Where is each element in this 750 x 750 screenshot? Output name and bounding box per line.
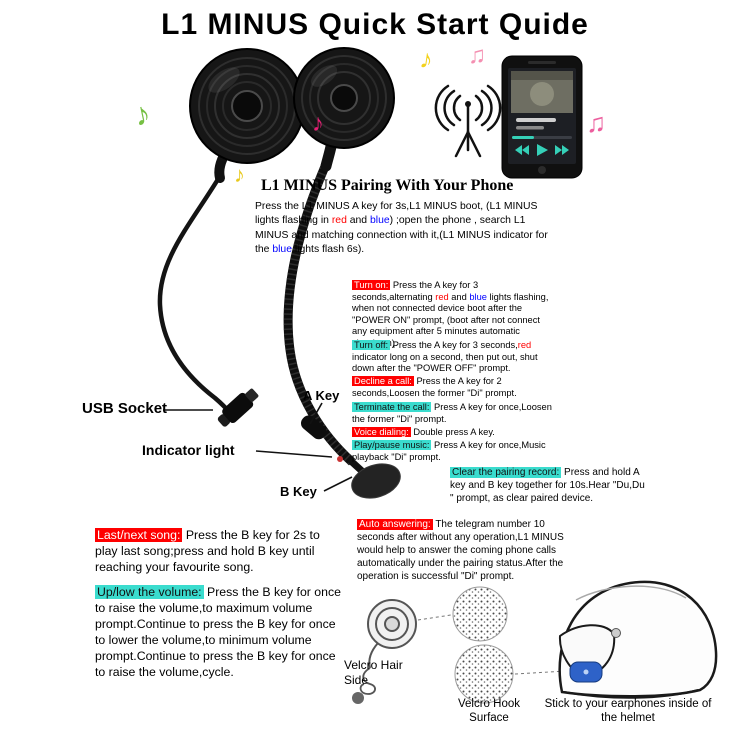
music-note-icon: ♫ [586,108,607,138]
installation-diagram [352,580,718,704]
volume-text: Press the B key for once to raise the vo… [95,584,341,679]
decline-call-text: Press the A key for 2 seconds,Loosen the… [352,376,517,398]
instruction-voice-dialing: Voice dialing: Double press A key. [352,427,554,439]
instruction-clear-pairing: Clear the pairing record: Press and hold… [450,466,646,505]
turn-on-text: Press the A key for 3 seconds,alternatin… [352,280,549,348]
auto-answering-label: Auto answering: [357,519,433,530]
decline-call-label: Decline a call: [352,376,414,386]
voice-dialing-text: Double press A key. [410,427,495,437]
terminate-call-text: Press A key for once,Loosen the former "… [352,402,552,424]
earpiece-sketch [352,599,417,704]
label-velcro-hair-side: Velcro Hair Side [344,658,403,687]
play-icon [537,144,548,156]
phone-illustration [501,55,583,179]
clear-pairing-label: Clear the pairing record: [450,467,562,478]
instruction-terminate-call: Terminate the call: Press A key for once… [352,402,554,425]
turn-on-label: Turn on: [352,280,391,290]
instruction-last-next-song: Last/next song: Press the B key for 2s t… [95,528,343,576]
prev-icon [522,145,529,155]
control-pod [300,415,327,440]
music-note-icon: ♪ [234,162,245,187]
home-button [538,166,546,174]
music-note-icon: ♪ [312,110,324,137]
voice-dialing-label: Voice dialing: [352,427,411,437]
clear-pairing-text: Press and hold A key and B key together … [450,467,645,504]
callout-lines [163,402,353,492]
turn-off-label: Turn off: [352,340,391,350]
indicator-led [337,456,343,462]
microphone-foam [351,463,401,499]
instruction-volume: Up/low the volume: Press the B key for o… [95,584,343,681]
instruction-decline-call: Decline a call: Press the A key for 2 se… [352,376,554,399]
progress-bar [512,136,534,139]
usb-plug [217,388,259,427]
helmet-illustration [558,580,718,699]
sketch-mic [352,692,364,704]
callout-usb-socket: USB Socket [82,400,168,417]
music-note-icon: ♫ [468,42,486,69]
play-pause-label: Play/pause music: [352,440,432,450]
last-next-song-text: Press the B key for 2s to play last song… [95,528,320,574]
left-speaker [189,48,305,164]
album-art [530,82,554,106]
headset-illustration [157,47,401,499]
volume-label: Up/low the volume: [95,584,204,599]
a-key-callout-line [309,402,323,425]
pairing-section: L1 MINUS Pairing With Your Phone Press t… [255,177,551,257]
label-stick-to-earphones: Stick to your earphones inside of the he… [544,698,712,725]
instruction-auto-answering: Auto answering: The telegram number 10 s… [357,518,567,583]
label-velcro-hook-surface: Velcro Hook Surface [457,698,520,725]
callout-indicator-light: Indicator light [142,442,235,458]
headset-cable [157,174,231,414]
pairing-heading: L1 MINUS Pairing With Your Phone [261,177,514,194]
instruction-play-pause: Play/pause music: Press A key for once,M… [352,440,554,463]
turn-off-text: Press the A key for 3 seconds,red indica… [352,340,538,374]
left-instructions-column: Last/next song: Press the B key for 2s t… [95,528,343,690]
callout-b-key: B Key [280,484,317,499]
auto-answering-text: The telegram number 10 seconds after wit… [357,519,564,582]
velcro-hook-disc [454,644,514,704]
next-icon [555,145,562,155]
instruction-turn-off: Turn off: Press the A key for 3 seconds,… [352,340,554,375]
play-pause-text: Press A key for once,Music playback "Di"… [352,440,546,462]
pairing-body: Press the L1 MINUS A key for 3s,L1 MINUS… [255,201,548,256]
callout-a-key: A Key [303,388,340,403]
instruction-turn-on: Turn on: Press the A key for 3 seconds,a… [352,280,554,349]
last-next-song-label: Last/next song: [95,528,183,542]
page-title: L1 MINUS Quick Start Quide [161,8,589,41]
indicator-callout-line [255,450,333,458]
b-key-callout-line [323,476,353,492]
wireless-signal-icon [434,84,502,158]
terminate-call-label: Terminate the call: [352,402,432,412]
right-speaker [293,47,395,149]
velcro-hair-disc [452,586,508,642]
